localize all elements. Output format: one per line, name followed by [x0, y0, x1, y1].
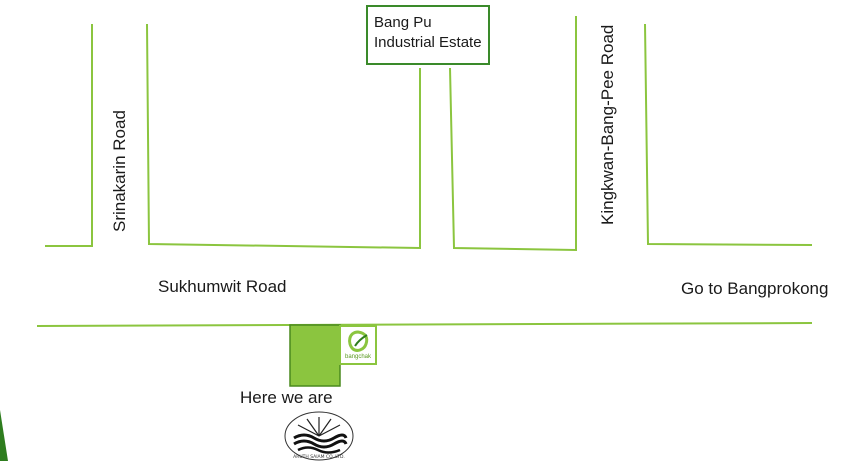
estate-label-line2: Industrial Estate — [374, 34, 482, 51]
srinakarin-road-left-edge — [45, 24, 93, 247]
srinakarin-road-label: Srinakarin Road — [110, 110, 129, 232]
bangchak-leaf-icon — [348, 330, 369, 352]
srinakarin-road-right-edge — [146, 23, 421, 250]
sun-waves-icon: ARUTH SAIAM CO. LTD. — [284, 411, 354, 461]
kingkwan-road-label: Kingkwan-Bang-Pee Road — [598, 24, 617, 225]
direction-label: Go to Bangprokong — [681, 279, 829, 298]
bangchak-station-logo: bangchak — [339, 325, 377, 365]
here-we-are-label: Here we are — [240, 388, 333, 407]
corner-accent-shape — [0, 410, 8, 461]
seal-brand-text: ARUTH SAIAM CO. LTD. — [293, 454, 345, 460]
station-brand-text: bangchak — [344, 354, 372, 360]
kingkwan-road-right-edge — [644, 23, 813, 246]
estate-label-line1: Bang Pu — [374, 14, 432, 31]
sukhumwit-road-label: Sukhumwit Road — [158, 277, 287, 296]
bang-pu-estate-sign: Bang Pu Industrial Estate — [366, 5, 490, 65]
estate-road-right-edge — [449, 16, 577, 252]
here-building — [289, 324, 341, 387]
sukhumwit-road-south-edge — [36, 322, 813, 327]
company-seal-logo: ARUTH SAIAM CO. LTD. — [274, 408, 364, 461]
